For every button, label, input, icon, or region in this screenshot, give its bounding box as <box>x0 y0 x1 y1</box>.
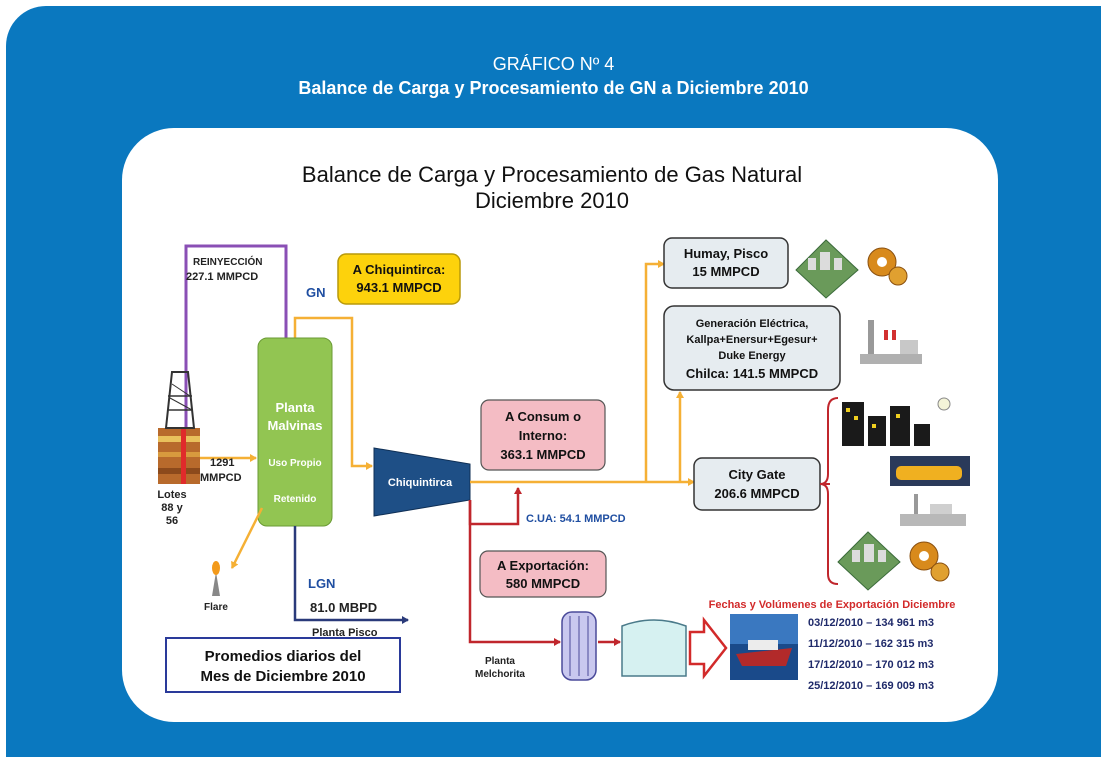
shipment-4: 25/12/2010 – 169 009 m3 <box>808 680 934 692</box>
lotes-line2: 88 y <box>161 502 183 514</box>
gear-icon <box>867 247 908 286</box>
uso-propio-label: Uso Propio <box>268 458 321 469</box>
cua-flow <box>468 487 522 526</box>
diagram-title-line2: Diciembre 2010 <box>475 188 629 213</box>
humay-box <box>663 237 789 289</box>
input-unit: MMPCD <box>200 472 242 484</box>
factory-icon <box>900 494 966 526</box>
lotes-line3: 56 <box>166 515 178 527</box>
lotes-line1: Lotes <box>157 489 186 501</box>
lgn-flow <box>293 526 409 624</box>
gear-icon-2 <box>909 541 950 582</box>
shipment-3: 17/12/2010 – 170 012 m3 <box>808 659 934 671</box>
chiquintirca-box-line1: A Chiquintirca: <box>353 262 446 277</box>
chiquintirca-volume-box <box>337 253 461 305</box>
reinyeccion-flow <box>182 244 288 451</box>
figure-number: GRÁFICO Nº 4 <box>492 54 615 74</box>
planta-malvinas-line1: Planta <box>275 400 315 415</box>
city-gate-box <box>693 457 821 511</box>
power-plant-icon <box>860 320 922 364</box>
generacion-line4: Chilca: 141.5 MMPCD <box>686 366 818 381</box>
exportacion-line1: A Exportación: <box>497 558 589 573</box>
humay-flow <box>644 260 665 482</box>
city-buildings-icon <box>842 397 951 446</box>
consumo-interno-box <box>480 399 606 471</box>
shipment-2: 11/12/2010 – 162 315 m3 <box>808 638 933 650</box>
retenido-label: Retenido <box>274 494 317 505</box>
industrial-plant-icon <box>795 239 859 299</box>
humay-line2: 15 MMPCD <box>692 264 759 279</box>
storage-tank-icon <box>621 619 687 677</box>
consumo-line1: A Consum o <box>505 409 581 424</box>
reinyeccion-label: REINYECCIÓN <box>193 255 262 268</box>
ship-icon <box>730 614 798 680</box>
consumo-line3: 363.1 MMPCD <box>500 447 585 462</box>
generacion-box <box>663 305 841 391</box>
oil-well-icon <box>158 371 200 484</box>
diagram-title-line1: Balance de Carga y Procesamiento de Gas … <box>302 162 802 187</box>
input-value: 1291 <box>210 457 234 469</box>
planta-pisco-label: Planta Pisco <box>312 627 378 639</box>
generacion-line2: Kallpa+Enersur+Egesur+ <box>686 334 817 346</box>
flare-flow <box>230 507 264 569</box>
taxi-icon <box>890 456 970 486</box>
promedios-line1: Promedios diarios del <box>205 648 362 665</box>
exportacion-line2: 580 MMPCD <box>506 576 580 591</box>
chiquintirca-node-label: Chiquintirca <box>388 477 453 489</box>
city-gate-brace <box>819 397 839 585</box>
generacion-line3: Duke Energy <box>718 350 786 362</box>
lgn-label: LGN <box>308 576 335 591</box>
consumo-line2: Interno: <box>519 428 567 443</box>
gn-flow <box>293 316 373 470</box>
exportacion-box <box>479 550 607 598</box>
promedios-line2: Mes de Diciembre 2010 <box>200 668 365 685</box>
flare-label: Flare <box>204 602 228 613</box>
shipment-1: 03/12/2010 – 134 961 m3 <box>808 617 934 629</box>
melchorita-line2: Melchorita <box>475 669 525 680</box>
planta-malvinas-line2: Malvinas <box>268 418 323 433</box>
industrial-plant-icon-2 <box>837 531 901 591</box>
gn-label: GN <box>306 285 326 300</box>
reinyeccion-value: 227.1 MMPCD <box>186 271 258 283</box>
export-arrow-icon <box>688 616 728 680</box>
lgn-value: 81.0 MBPD <box>310 600 377 615</box>
generacion-line1: Generación Eléctrica, <box>696 318 809 330</box>
export-dates-title: Fechas y Volúmenes de Exportación Diciem… <box>709 599 956 611</box>
city-gate-line2: 206.6 MMPCD <box>714 486 799 501</box>
export-flow <box>468 500 561 646</box>
flare-icon <box>212 561 220 596</box>
melchorita-line1: Planta <box>485 656 515 667</box>
chiquintirca-box-line2: 943.1 MMPCD <box>356 280 441 295</box>
city-gate-line1: City Gate <box>728 467 785 482</box>
processing-column-icon <box>561 611 597 681</box>
figure-title: Balance de Carga y Procesamiento de GN a… <box>298 78 809 98</box>
humay-line1: Humay, Pisco <box>684 246 768 261</box>
promedios-box <box>165 637 401 693</box>
cua-label: C.UA: 54.1 MMPCD <box>526 513 626 525</box>
